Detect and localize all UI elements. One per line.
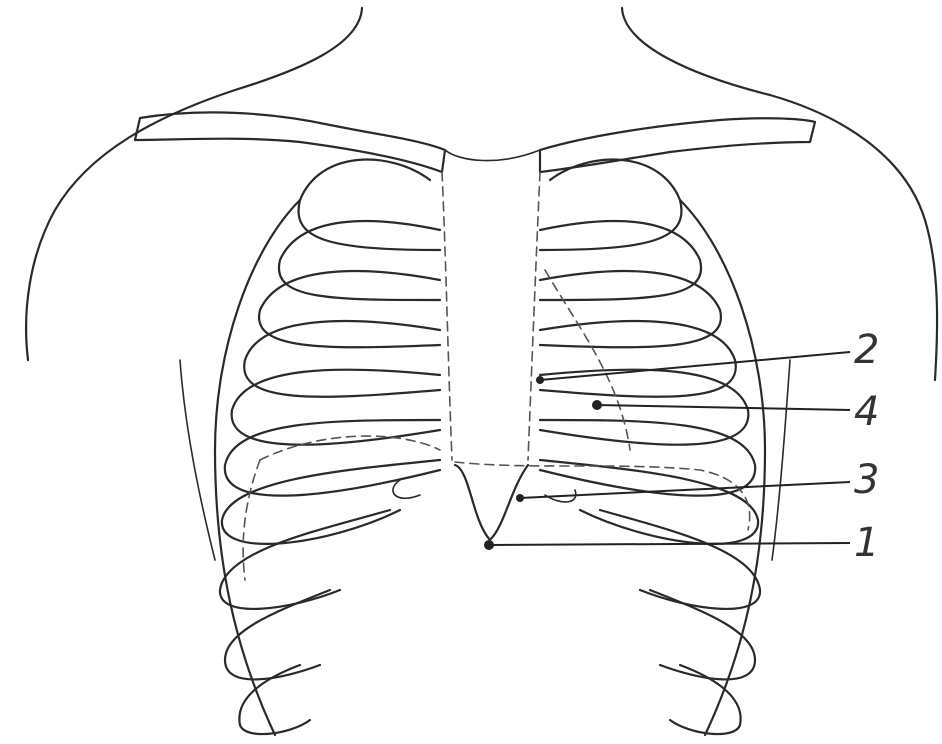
- callout-label-3: 3: [854, 460, 879, 500]
- callout-leaders: [484, 352, 850, 550]
- callout-label-1: 1: [854, 523, 879, 563]
- ribs-left: [215, 160, 440, 735]
- callout-label-4: 4: [854, 392, 879, 432]
- sternum: [442, 172, 540, 540]
- clavicles: [135, 112, 815, 172]
- ribs-right: [540, 160, 765, 735]
- body-outline: [26, 8, 937, 560]
- callout-label-2: 2: [854, 330, 879, 370]
